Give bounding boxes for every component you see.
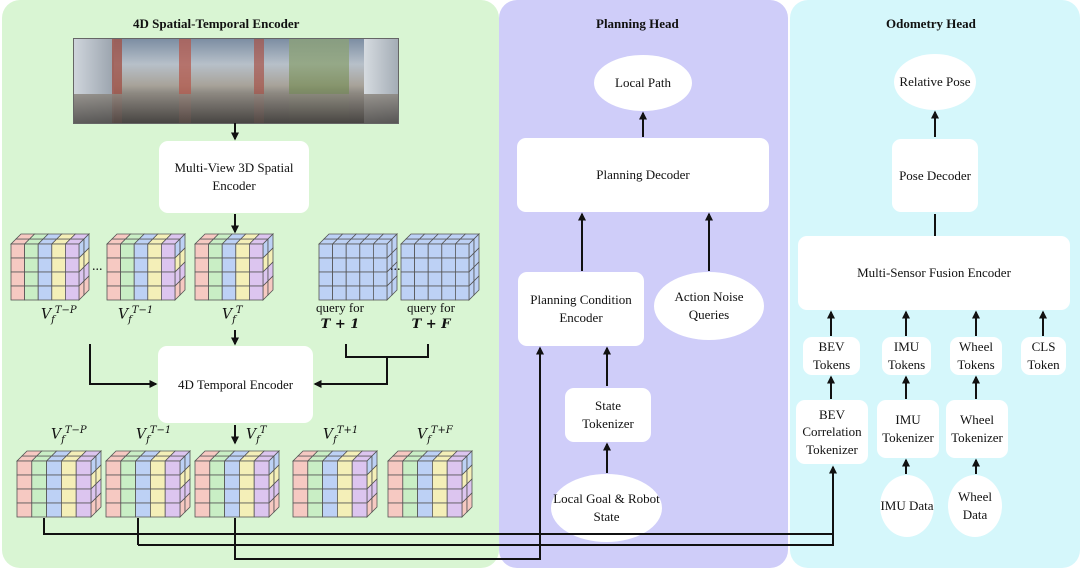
top-grid-t-minus-1 xyxy=(106,233,186,301)
bottom-grid-t xyxy=(194,450,280,518)
action-noise-queries: Action Noise Queries xyxy=(654,272,764,340)
multi-view-3d-spatial-encoder: Multi-View 3D Spatial Encoder xyxy=(159,141,309,213)
top-label-t-minus-p: VfT−P xyxy=(41,305,77,326)
bottom-label-t-plus-f: VfT+F xyxy=(417,425,453,446)
bottom-grid-t-plus-f xyxy=(387,450,473,518)
bottom-grid-t-minus-1 xyxy=(105,450,191,518)
bev-correlation-tokenizer: BEV Correlation Tokenizer xyxy=(796,400,868,464)
state-tokenizer: State Tokenizer xyxy=(565,388,651,442)
bottom-label-t: VfT xyxy=(246,425,267,446)
top-label-t-minus-1: VfT−1 xyxy=(118,305,154,326)
planning-decoder: Planning Decoder xyxy=(517,138,769,212)
top-label-t: VfT xyxy=(222,305,243,326)
imu-tokens: IMU Tokens xyxy=(882,337,931,375)
panorama-image xyxy=(73,38,399,124)
multi-sensor-fusion-encoder: Multi-Sensor Fusion Encoder xyxy=(798,236,1070,310)
bottom-grid-t-plus-1 xyxy=(292,450,378,518)
wheel-data-input: Wheel Data xyxy=(948,475,1002,537)
top-grid-t-minus-p xyxy=(10,233,90,301)
cls-token: CLS Token xyxy=(1021,337,1066,375)
bottom-label-t-minus-1: VfT−1 xyxy=(136,425,172,446)
bottom-label-t-minus-p: VfT−P xyxy=(51,425,87,446)
pose-decoder: Pose Decoder xyxy=(892,139,978,212)
planning-head-title: Planning Head xyxy=(596,16,679,31)
wheel-tokens: Wheel Tokens xyxy=(950,337,1002,375)
relative-pose-output: Relative Pose xyxy=(894,54,976,110)
local-path-output: Local Path xyxy=(594,55,692,111)
bottom-grid-t-minus-p xyxy=(16,450,102,518)
planning-condition-encoder: Planning Condition Encoder xyxy=(518,272,644,346)
bev-tokens: BEV Tokens xyxy=(803,337,860,375)
ellipsis-past: ... xyxy=(92,259,103,274)
query-grid-t-plus-f xyxy=(400,233,480,301)
odometry-head-title: Odometry Head xyxy=(886,16,976,31)
top-grid-t xyxy=(194,233,274,301)
bottom-label-t-plus-1: VfT+1 xyxy=(323,425,359,446)
query-grid-t-plus-1 xyxy=(318,233,398,301)
local-goal-robot-state-input: Local Goal & Robot State xyxy=(551,474,662,542)
ellipsis-future: ... xyxy=(390,259,401,274)
imu-data-input: IMU Data xyxy=(880,475,934,537)
imu-tokenizer: IMU Tokenizer xyxy=(877,400,939,458)
wheel-tokenizer: Wheel Tokenizer xyxy=(946,400,1008,458)
spatial-temporal-title: 4D Spatial-Temporal Encoder xyxy=(133,16,300,31)
